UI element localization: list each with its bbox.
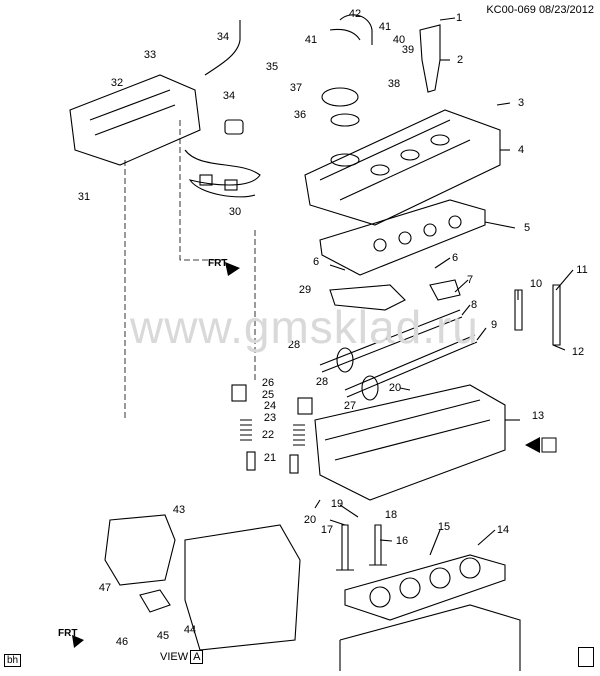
callout-label: 33	[144, 49, 156, 61]
callout-label: 18	[385, 509, 397, 521]
intake-valve	[336, 524, 354, 571]
bearing-cap-small	[429, 279, 461, 301]
corner-tag: bh	[4, 654, 22, 667]
callout-label: 20	[389, 382, 401, 394]
callout-label: 27	[344, 400, 356, 412]
callout-label: 21	[264, 452, 276, 464]
callout-label: 9	[491, 319, 497, 331]
callout-label: 40	[393, 34, 405, 46]
callout-label: 20	[304, 514, 316, 526]
callout-label: 8	[471, 299, 477, 311]
callout-label: 41	[379, 21, 391, 33]
callout-label: 38	[388, 78, 400, 90]
callout-label: 47	[99, 582, 111, 594]
oil-fill-cap	[321, 87, 359, 107]
callout-label: 28	[288, 339, 300, 351]
callout-label: 1	[456, 12, 462, 24]
diagram-code: KC00-069	[486, 4, 536, 16]
callout-label: 23	[264, 412, 276, 424]
callout-label: 14	[497, 524, 509, 536]
callout-label: 10	[530, 278, 542, 290]
wiring-harness	[184, 149, 261, 198]
callout-label: 13	[532, 410, 544, 422]
view-a-arrow-icon	[525, 437, 540, 453]
diagram-date: 08/23/2012	[538, 4, 594, 16]
callout-label: 46	[116, 636, 128, 648]
callout-label: 5	[524, 222, 530, 234]
callout-label: 19	[331, 498, 343, 510]
callout-label: 39	[402, 44, 414, 56]
ignition-coil-cover	[69, 74, 201, 166]
exhaust-valve	[369, 524, 387, 566]
ignition-coil	[419, 24, 441, 93]
callout-label: 2	[457, 54, 463, 66]
valve-cover-gasket	[319, 199, 486, 276]
callout-label: 41	[305, 34, 317, 46]
vent-hose	[204, 20, 241, 76]
cylinder-head	[314, 384, 506, 501]
valve-cover	[304, 109, 501, 226]
valve-spring	[240, 419, 252, 441]
callout-label: 11	[576, 264, 587, 276]
spark-plug	[514, 289, 523, 331]
callout-label: 35	[266, 61, 278, 73]
callout-label: 6	[313, 256, 319, 268]
view-a-block	[184, 524, 301, 651]
callout-label: 7	[467, 274, 473, 286]
callout-label: 28	[316, 376, 328, 388]
callout-label: 26	[262, 377, 274, 389]
front-label: FRT	[208, 258, 228, 269]
watermark: www.gmsklad.ru	[130, 301, 479, 353]
valve-guide-seal	[246, 451, 256, 471]
callout-label: 17	[321, 524, 333, 536]
mounting-bracket	[104, 514, 176, 586]
engine-block	[339, 604, 521, 671]
callout-label: 32	[111, 77, 123, 89]
callout-label: 36	[294, 109, 306, 121]
callout-label: 15	[438, 521, 450, 533]
callout-label: 42	[349, 8, 361, 20]
callout-label: 3	[518, 97, 524, 109]
callout-label: 45	[157, 630, 169, 642]
callout-label: 44	[184, 624, 196, 636]
callout-label: 25	[262, 389, 274, 401]
callout-label: 29	[299, 284, 311, 296]
diagram-header: KC00-069 08/23/2012	[486, 4, 594, 16]
callout-label: 37	[290, 82, 302, 94]
callout-label: 31	[78, 191, 90, 203]
callout-label: 30	[229, 206, 241, 218]
intake-camshaft	[319, 309, 461, 366]
hydraulic-lifter	[231, 384, 247, 402]
callout-label: 34	[223, 90, 235, 102]
view-a-box	[541, 437, 557, 453]
document-icon	[578, 647, 594, 667]
camshaft-position-sensor	[139, 589, 171, 613]
front-arrow-icon	[225, 262, 240, 276]
view-letter: A	[190, 650, 204, 664]
front-arrow-icon-lower	[72, 635, 84, 648]
spark-plug-tube	[552, 284, 561, 346]
callout-label: 12	[572, 346, 584, 358]
view-text: VIEW	[160, 651, 189, 663]
cylinder-head-gasket	[344, 554, 506, 621]
callout-label: 43	[173, 504, 185, 516]
cap-seal	[330, 113, 360, 127]
callout-label: 22	[262, 429, 274, 441]
callout-label: 16	[396, 535, 408, 547]
front-label-lower: FRT	[58, 628, 78, 639]
exhaust-camshaft	[344, 334, 476, 391]
callout-label: 6	[452, 252, 458, 264]
pcv-hose	[339, 14, 373, 45]
callout-label: 34	[217, 31, 229, 43]
callout-label: 24	[264, 400, 276, 412]
camshaft-bearing-cap	[329, 284, 406, 311]
callout-label: 4	[518, 144, 524, 156]
